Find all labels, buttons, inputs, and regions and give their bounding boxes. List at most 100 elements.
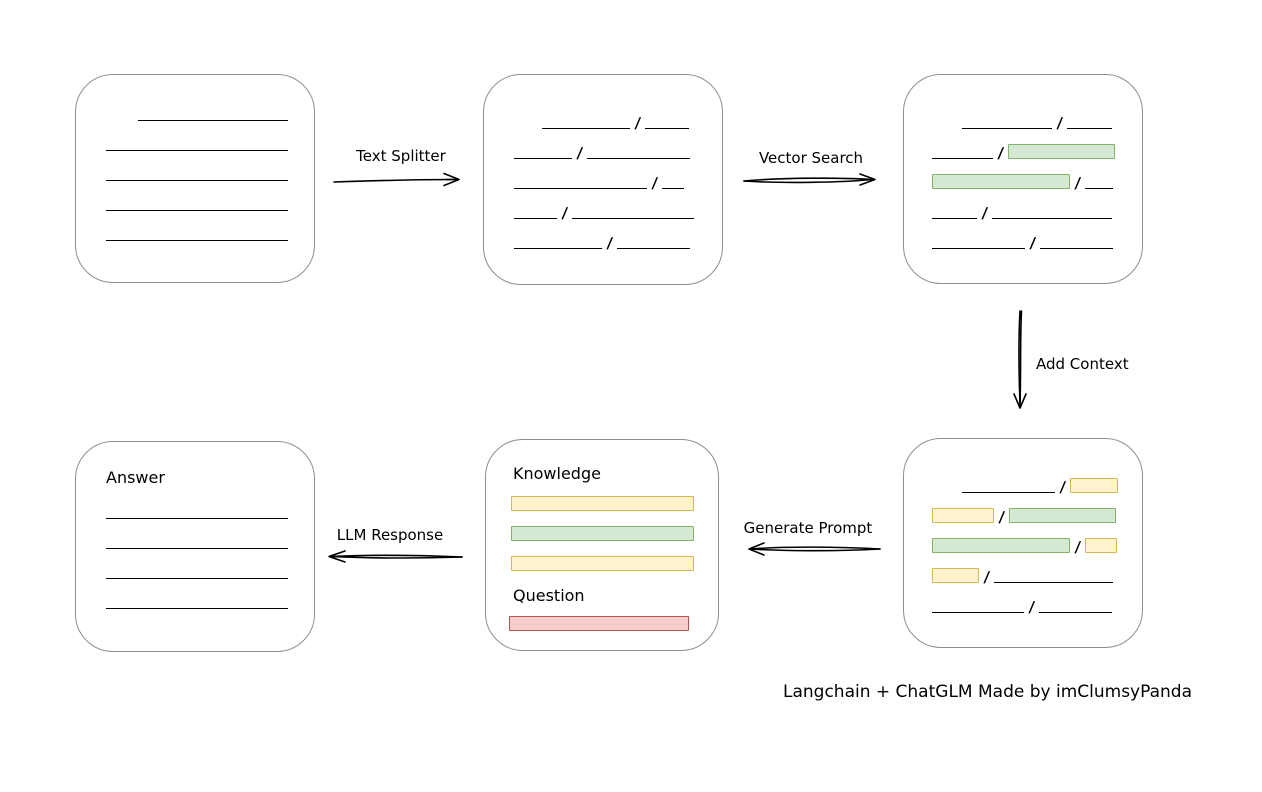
slash-separator: / [981,204,989,222]
document-lines [106,119,289,269]
slash-separator: / [606,234,614,252]
chunk-row [106,547,289,549]
green-chunk [1008,144,1116,159]
text-splitter-label: Text Splitter [356,147,446,165]
answer-box: Answer [75,441,315,652]
chunk-row [106,149,289,151]
slash-separator: / [997,144,1005,162]
slash-separator: / [1074,174,1082,192]
text-line [514,218,557,219]
slash-separator: / [1028,598,1036,616]
text-line [106,210,288,211]
slash-separator: / [1029,234,1037,252]
chunk-row [106,209,289,211]
text-line [662,188,685,189]
yellow-chunk [932,508,994,523]
text-line [514,248,602,249]
text-line [106,150,288,151]
chunk-row: / [932,232,1122,252]
text-line [1085,188,1114,189]
generate-prompt-label: Generate Prompt [743,519,873,537]
chunk-row [106,119,289,121]
text-line [617,248,691,249]
text-line [992,218,1113,219]
slash-separator: / [998,508,1006,526]
chunk-row: / [932,536,1122,556]
knowledge-heading: Knowledge [513,464,601,483]
split-text-box: / / / / / [483,74,723,285]
slash-separator: / [651,174,659,192]
add-context-arrow [1013,310,1027,409]
vector-matches-rows: / / / / / [932,112,1122,262]
text-line [932,612,1024,613]
yellow-chunk [511,556,694,571]
chunk-row: / [932,172,1122,192]
chunk-row [511,526,694,541]
answer-heading: Answer [106,468,165,487]
vector-matches-box: / / / / / [903,74,1143,284]
chunk-row: / [514,172,702,192]
chunk-row: / [932,596,1122,616]
slash-separator: / [1059,478,1067,496]
slash-separator: / [634,114,642,132]
chunk-row [106,179,289,181]
green-chunk [1009,508,1117,523]
text-line [572,218,695,219]
chunk-row: / [514,112,702,132]
slash-separator: / [561,204,569,222]
chunk-row [106,517,289,519]
text-line [932,218,977,219]
green-chunk [932,538,1070,553]
question-heading: Question [513,586,585,605]
text-line [514,188,647,189]
split-text-rows: / / / / / [514,112,702,262]
text-line [106,518,288,519]
text-line [1040,248,1114,249]
text-line [138,120,288,121]
chunk-row [106,577,289,579]
yellow-chunk [1070,478,1119,493]
yellow-chunk [932,568,979,583]
text-line [645,128,690,129]
text-line [514,158,572,159]
vector-search-label: Vector Search [758,149,864,167]
text-line [106,578,288,579]
chunk-row: / [932,112,1122,132]
chunk-row: / [514,232,702,252]
slash-separator: / [576,144,584,162]
chunk-row: / [932,202,1122,222]
chunk-row [511,496,694,511]
question-bar [509,616,689,646]
text-line [932,158,993,159]
prompt-box: Knowledge Question [485,439,719,651]
answer-lines [106,517,289,637]
yellow-chunk [1085,538,1118,553]
red-chunk [509,616,689,631]
text-line [962,128,1052,129]
text-line [106,608,288,609]
chunk-row: / [514,142,702,162]
chunk-row [509,616,689,631]
text-line [106,180,288,181]
chunk-row: / [932,566,1122,586]
knowledge-bars [511,496,694,586]
chunk-row: / [514,202,702,222]
slash-separator: / [1056,114,1064,132]
green-chunk [511,526,694,541]
context-chunks-box: / / / / / [903,438,1143,648]
text-splitter-arrow [333,172,460,187]
yellow-chunk [511,496,694,511]
llm-response-label: LLM Response [336,526,444,544]
source-document-box [75,74,315,283]
green-chunk [932,174,1070,189]
slash-separator: / [1074,538,1082,556]
add-context-label: Add Context [1036,355,1129,373]
chunk-row: / [932,476,1122,496]
chunk-row [106,239,289,241]
chunk-row: / [932,506,1122,526]
generate-prompt-arrow [748,542,881,556]
text-line [106,548,288,549]
context-chunks-rows: / / / / / [932,476,1122,626]
text-line [1067,128,1113,129]
